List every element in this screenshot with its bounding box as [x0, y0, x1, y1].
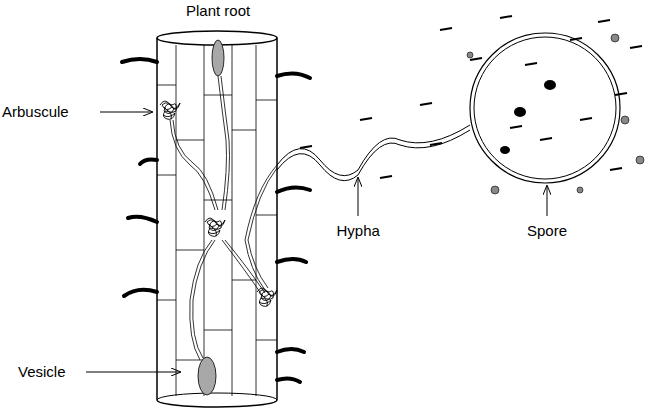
microbes — [467, 34, 644, 194]
spore-shape — [470, 33, 620, 183]
part-label: Spore — [527, 222, 567, 240]
internal-hyphae — [170, 76, 277, 360]
root-cylinder — [157, 31, 277, 407]
part-label: Plant root — [186, 2, 250, 20]
root-hairs — [122, 59, 310, 382]
vesicle-shape — [198, 357, 216, 395]
vesicle-shape — [212, 40, 224, 76]
part-label: Hypha — [337, 222, 380, 240]
leader-arrows — [86, 112, 547, 372]
external-hypha — [277, 125, 470, 181]
root-cells — [157, 45, 277, 396]
microbes — [300, 16, 642, 178]
part-label: Arbuscule — [2, 103, 69, 121]
arbuscule-shape — [160, 101, 277, 306]
part-label: Vesicle — [18, 363, 66, 381]
